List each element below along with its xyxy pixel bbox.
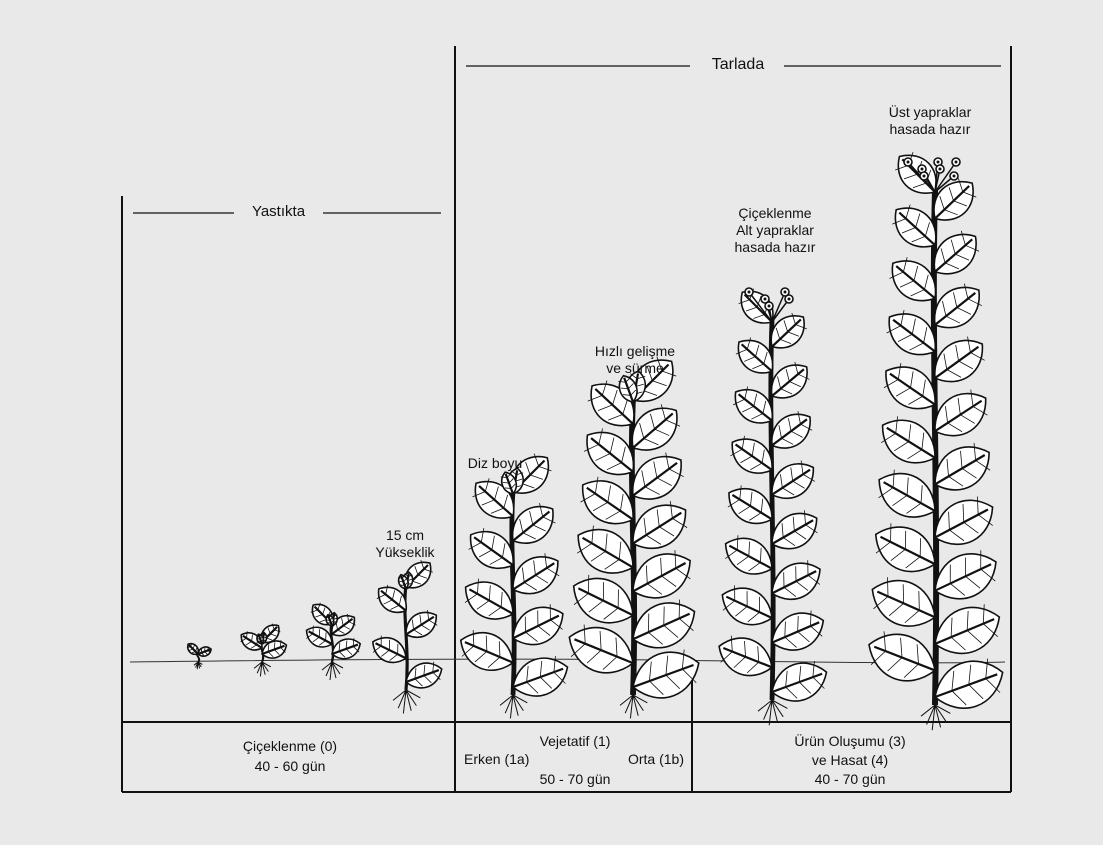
plant-upper-harvest-leaf	[861, 624, 943, 691]
plant-rapid-growth-leaf	[561, 617, 641, 683]
stage0-title: Çiçeklenme (0)	[180, 738, 400, 755]
header-brackets	[133, 66, 1001, 213]
plant-rapid-growth	[561, 349, 706, 718]
seedling-3	[302, 599, 363, 680]
stage1-title: Vejetatif (1)	[510, 733, 640, 750]
plant-rapid-growth-leaf	[564, 567, 642, 634]
plant-upper-harvest-leaf	[927, 651, 1010, 718]
plant-flowering	[712, 283, 832, 725]
stage1-early: Erken (1a)	[464, 751, 554, 768]
stage3-title2: ve Hasat (4)	[760, 752, 940, 769]
stage3-title: Ürün Oluşumu (3)	[760, 733, 940, 750]
stage0-days: 40 - 60 gün	[180, 758, 400, 775]
plant-knee-high	[454, 447, 574, 718]
stage1-mid: Orta (1b)	[600, 751, 684, 768]
plant-upper-harvest-leaf	[866, 516, 944, 583]
annotation-knee-high: Diz boyu	[455, 455, 535, 472]
nursery-header: Yastıkta	[234, 203, 323, 220]
plant-knee-high-leaf	[507, 650, 574, 704]
plant-upper-harvest-leaf	[864, 570, 944, 637]
seedling-2	[237, 620, 289, 676]
plant-flowering-leaf	[712, 630, 778, 684]
seedling-1	[185, 641, 213, 669]
plant-flowering-leaf	[715, 579, 779, 633]
plant-flowering-leaf	[766, 655, 833, 709]
frame	[122, 46, 1011, 792]
annotation-rapid-growth: Hızlı gelişme ve sürme	[575, 343, 695, 377]
seedling-3-leaf	[329, 635, 364, 663]
plant-knee-high-leaf	[454, 624, 520, 679]
annotation-15cm-height: 15 cm Yükseklik	[355, 527, 455, 561]
stage1-days: 50 - 70 gün	[510, 771, 640, 788]
field-header: Tarlada	[692, 56, 784, 73]
seedling-15cm	[368, 556, 446, 714]
plant-upper-harvest	[861, 145, 1011, 730]
annotation-flowering-lower-leaves: Çiçeklenme Alt yapraklar hasada hazır	[715, 205, 835, 256]
plants	[185, 145, 1010, 730]
stage3-days: 40 - 70 gün	[760, 771, 940, 788]
annotation-upper-leaves: Üst yapraklar hasada hazır	[870, 104, 990, 138]
